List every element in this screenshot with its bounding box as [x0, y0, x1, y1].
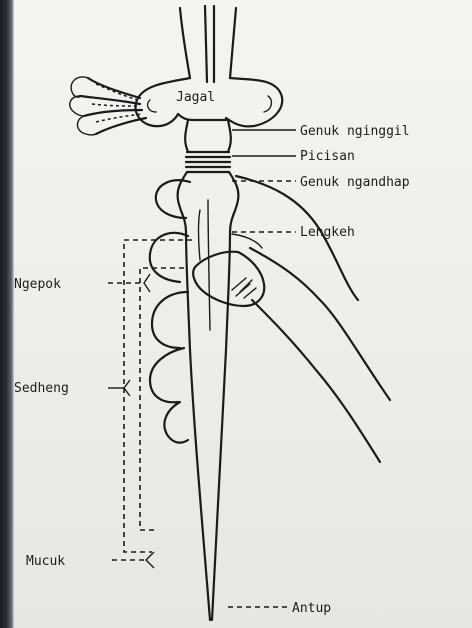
label-mucuk: Mucuk: [26, 554, 65, 569]
label-sedheng: Sedheng: [14, 381, 69, 396]
label-jagal: Jagal: [176, 90, 215, 105]
upper-shaft: [180, 6, 236, 82]
genuk-nginggil-neck: [185, 120, 231, 152]
tassel-ornament: [70, 77, 146, 135]
left-brackets: [108, 240, 192, 568]
label-genuk-nginggil: Genuk nginggil: [300, 124, 410, 139]
keris-blade: [178, 172, 239, 620]
hand-drawing: [150, 176, 390, 462]
label-antup: Antup: [292, 601, 331, 616]
label-ngepok: Ngepok: [14, 277, 61, 292]
label-picisan: Picisan: [300, 149, 355, 164]
outer-bracket: [124, 240, 192, 552]
label-genuk-ngandhap: Genuk ngandhap: [300, 175, 410, 190]
picisan-rings: [186, 152, 230, 172]
label-lengkeh: Lengkeh: [300, 225, 355, 240]
